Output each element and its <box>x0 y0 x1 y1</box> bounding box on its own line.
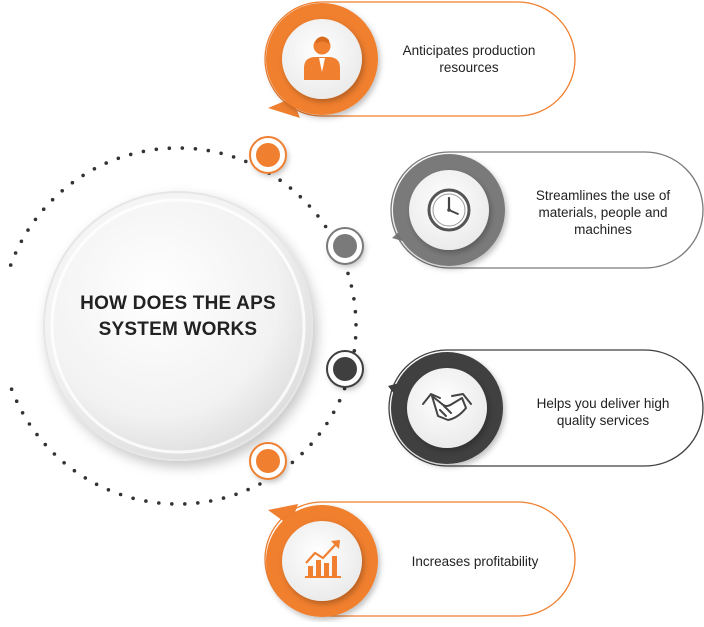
arc-dot <box>72 468 77 473</box>
arc-dot <box>14 399 19 404</box>
arc-dot <box>346 271 350 276</box>
arc-dot <box>193 147 198 151</box>
arc-dot <box>62 461 66 465</box>
arc-dot <box>331 410 336 415</box>
arc-dot <box>35 432 39 437</box>
arc-dot <box>52 452 57 456</box>
arc-dot <box>19 239 24 244</box>
arc-dot <box>183 502 187 506</box>
arc-dot <box>231 155 236 159</box>
arc-dot <box>157 501 161 505</box>
arc-dot <box>196 501 200 505</box>
arc-dot <box>246 487 250 492</box>
arc-dot <box>349 284 354 288</box>
arc-dot <box>258 482 262 486</box>
arc-dot <box>353 336 358 340</box>
arc-dot <box>323 224 328 229</box>
arc-dot <box>288 186 293 190</box>
center-title-line-2: SYSTEM WORKS <box>98 319 258 340</box>
arc-dot <box>167 146 172 150</box>
arc-dot <box>60 189 64 193</box>
arc-dot <box>337 398 342 403</box>
arc-dot <box>50 197 55 202</box>
arc-dot <box>317 432 322 436</box>
arc-dot <box>33 217 38 222</box>
step-label-4: Increases profitability <box>390 553 560 570</box>
arc-dot <box>316 214 320 218</box>
step-card-4 <box>264 501 576 617</box>
arc-dot <box>118 492 123 497</box>
step-3-line-1: Helps you deliver high <box>536 396 670 411</box>
connector-dot-1 <box>249 136 287 174</box>
arc-dot <box>307 204 312 208</box>
arc-dot <box>352 297 356 301</box>
arc-dot <box>106 488 111 492</box>
arc-dot <box>144 499 148 503</box>
step-label-1: Anticipates production resources <box>384 42 554 76</box>
arc-dot <box>104 161 108 165</box>
arc-dot <box>234 492 238 497</box>
arc-dot <box>298 194 303 199</box>
arc-dot <box>81 173 85 178</box>
arc-dot <box>309 442 313 447</box>
arc-dot <box>116 156 121 161</box>
arc-dot <box>300 451 304 456</box>
arc-dot <box>208 499 213 503</box>
arc-dot <box>221 496 226 500</box>
center-title-line-1: HOW DOES THE APS <box>80 293 276 314</box>
arc-dot <box>354 323 358 327</box>
arc-dot <box>170 502 174 506</box>
arc-dot <box>154 147 159 152</box>
arc-dot <box>94 482 99 487</box>
connector-dot-2 <box>326 227 364 265</box>
arc-dot <box>27 422 32 426</box>
person-icon <box>304 36 340 80</box>
arc-dot <box>180 146 185 150</box>
arc-dot <box>83 476 88 480</box>
step-2-line-3: machines <box>574 222 632 237</box>
step-card-2 <box>390 151 704 269</box>
arc-dot <box>70 180 75 185</box>
arc-dot <box>131 496 135 501</box>
arc-dot <box>13 251 18 255</box>
arc-dot <box>353 309 358 314</box>
step-1-line-2: resources <box>439 60 499 75</box>
center-circle <box>43 191 313 461</box>
clock-icon <box>427 188 471 232</box>
arc-dot <box>244 159 248 164</box>
step-label-3: Helps you deliver high quality services <box>518 395 688 429</box>
arc-dot <box>9 387 14 392</box>
arc-dot <box>278 178 282 182</box>
arc-dot <box>352 349 357 353</box>
arc-dot <box>219 151 223 156</box>
center-title: HOW DOES THE APS SYSTEM WORKS <box>60 291 296 343</box>
arc-dot <box>41 207 46 211</box>
arc-dot <box>206 148 211 153</box>
step-card-1 <box>264 1 576 118</box>
step-4-line-1: Increases profitability <box>411 554 539 569</box>
growth-chart-icon <box>305 540 341 578</box>
step-3-line-2: quality services <box>556 413 650 428</box>
arc-dot <box>325 421 329 426</box>
arc-dot <box>20 411 25 415</box>
step-label-2: Streamlines the use of materials, people… <box>518 187 688 238</box>
arc-dot <box>8 263 13 267</box>
arc-dot <box>128 152 133 157</box>
arc-dot <box>43 442 48 447</box>
arc-dot <box>290 460 295 465</box>
arc-dot <box>141 149 146 154</box>
arc-dot <box>92 167 97 171</box>
connector-dot-3 <box>326 350 364 388</box>
handshake-icon <box>422 393 472 421</box>
step-1-line-1: Anticipates production <box>402 43 536 58</box>
step-2-line-1: Streamlines the use of <box>535 188 671 203</box>
step-2-line-2: materials, people and <box>538 205 668 220</box>
connector-dot-4 <box>249 442 287 480</box>
step-card-3 <box>388 349 704 467</box>
arc-dot <box>26 228 30 232</box>
